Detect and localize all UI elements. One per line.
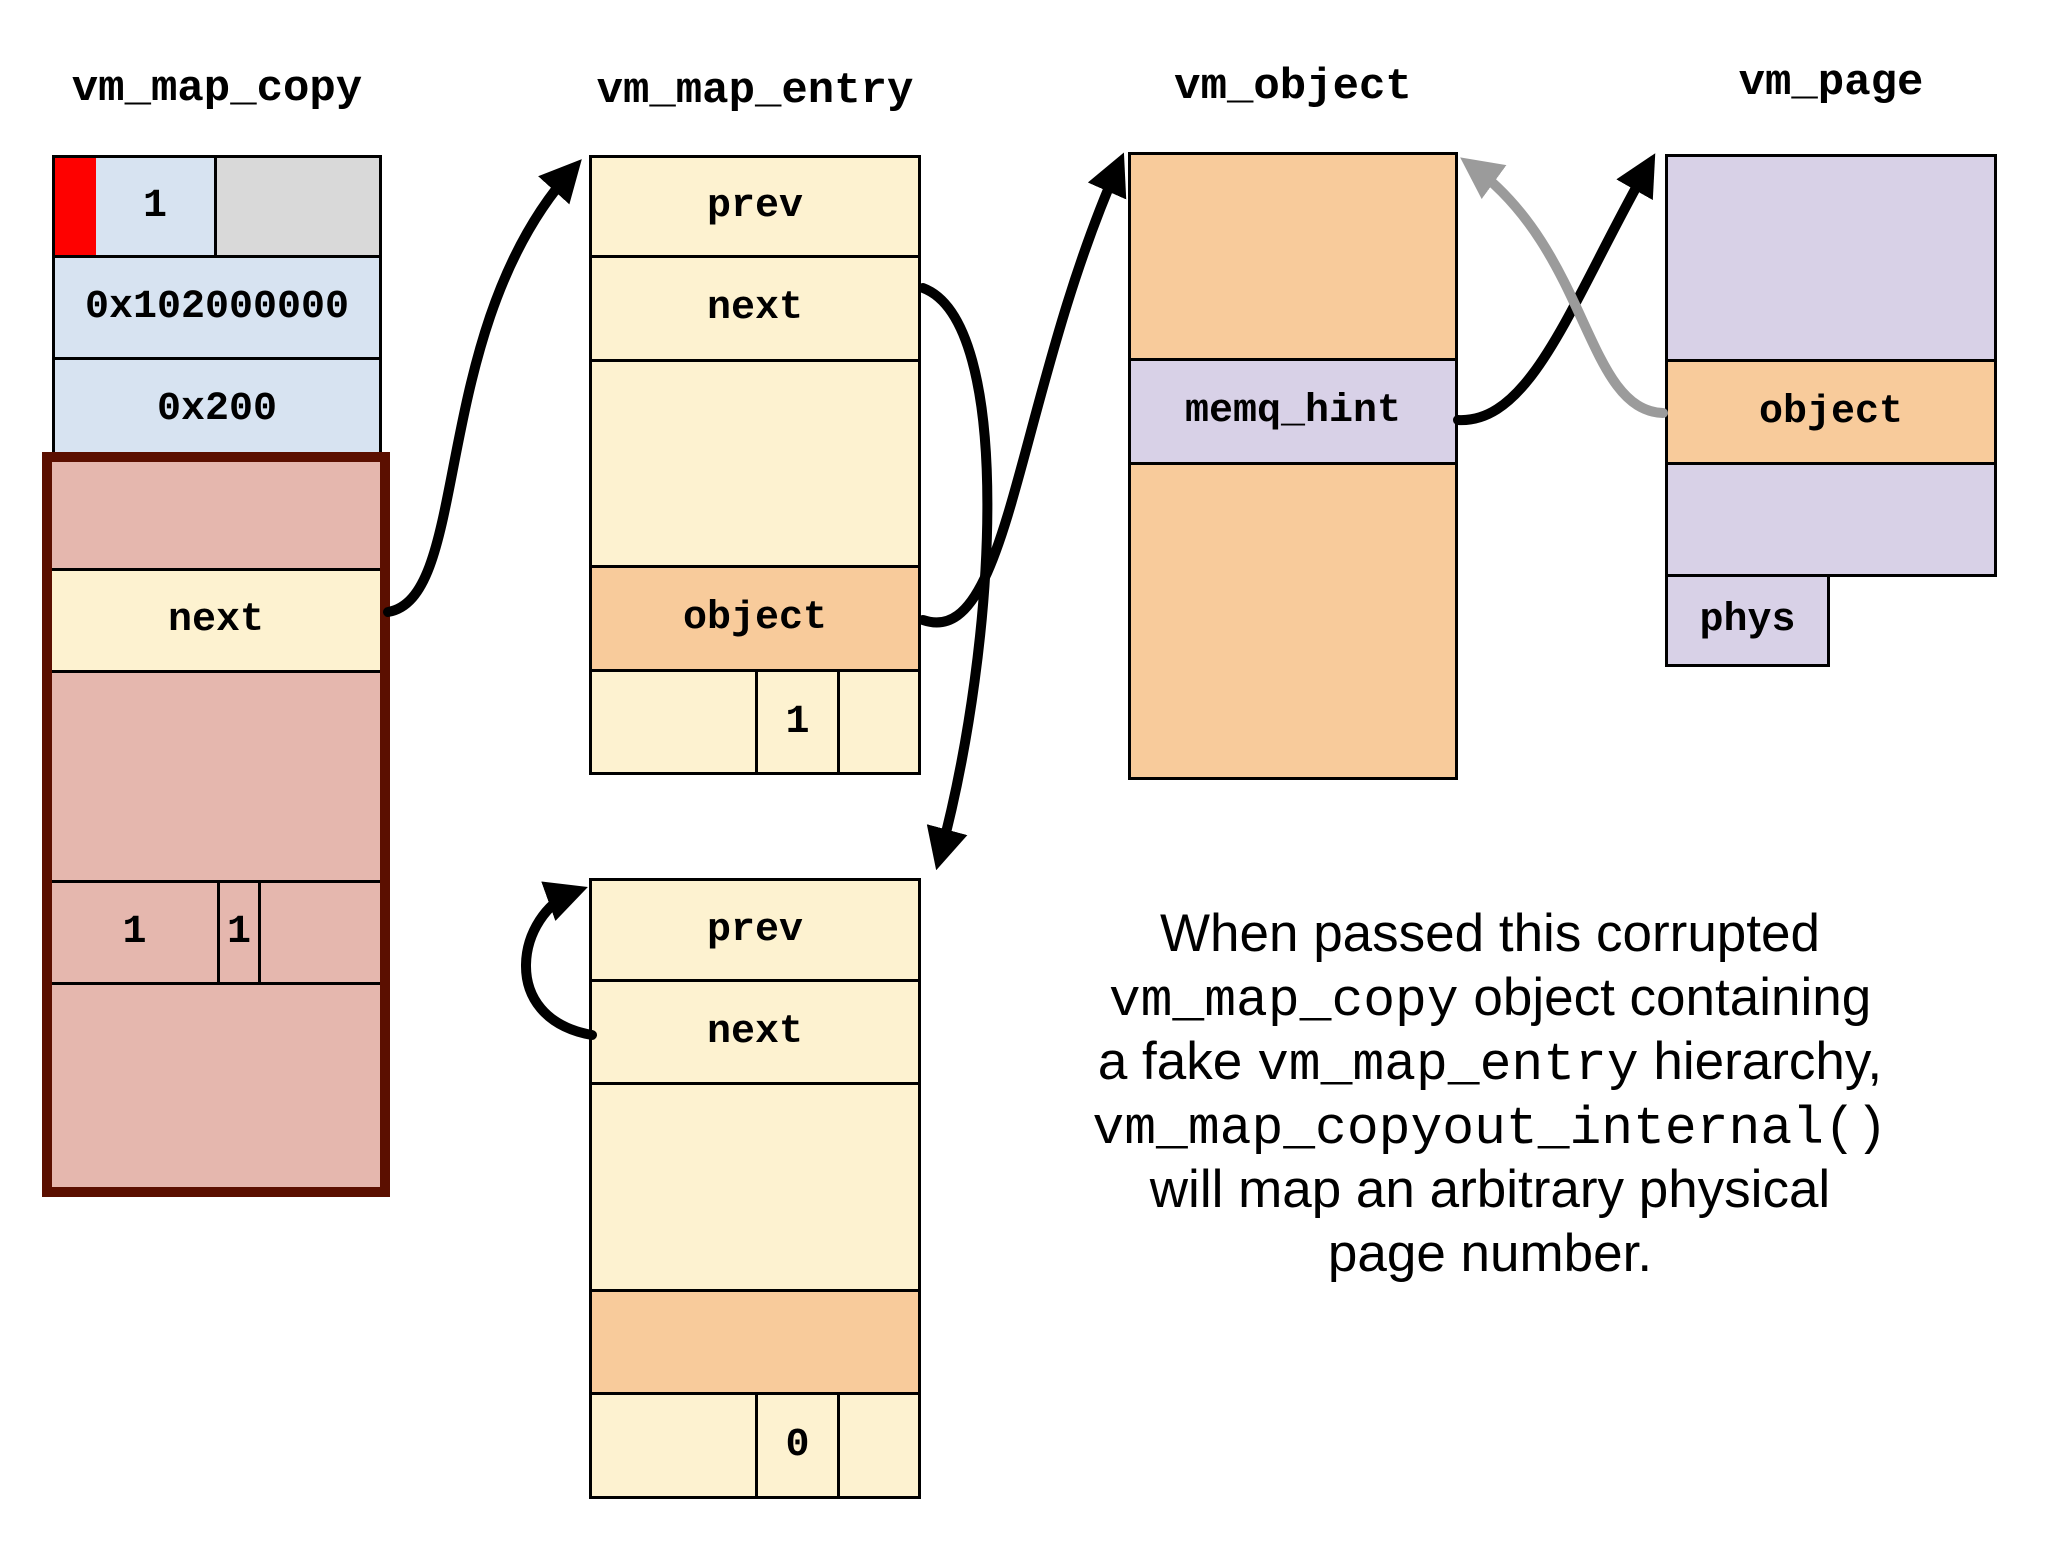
vm-map-copy-title: vm_map_copy — [71, 64, 363, 114]
entry-bottom-flag-pad-left — [592, 1395, 755, 1496]
vm-map-copy-pad-cell — [214, 158, 379, 255]
fake-entry-pad-row-3 — [52, 982, 380, 1187]
vm-page-phys-field: phys — [1665, 574, 1830, 667]
fake-entry-flags-row: 1 1 — [52, 880, 380, 982]
entry-bottom-wired-value: 0 — [755, 1395, 837, 1496]
entry-top-pad-row — [589, 359, 921, 568]
arrow-entry-top-next-to-entry-bottom — [918, 283, 993, 871]
caption-line: When passed this corrupted — [1160, 904, 1820, 963]
caption-line: will map an arbitrary physical — [1149, 1160, 1831, 1219]
entry-bottom-next-field: next — [589, 979, 921, 1085]
vm-object-pad-row-2 — [1128, 462, 1458, 780]
caption-line: a fake vm_map_entry hierarchy, — [1097, 1032, 1883, 1095]
vm-map-entry-top-struct: prev next object 1 — [589, 155, 921, 775]
vm-object-memq-hint-field: memq_hint — [1128, 358, 1458, 465]
vm-map-entry-bottom-struct: prev next 0 — [589, 878, 921, 1499]
arrow-copy-next-to-entry-top — [383, 159, 582, 617]
vm-page-pad-row-1 — [1665, 154, 1997, 362]
vm-object-struct: memq_hint — [1128, 152, 1458, 780]
vm-map-copy-type-row: 1 — [52, 155, 382, 258]
fake-entry-flag-b: 1 — [217, 883, 258, 982]
entry-bottom-flag-pad-right — [837, 1395, 918, 1496]
entry-top-prev-field: prev — [589, 155, 921, 258]
entry-top-flags-row: 1 — [589, 669, 921, 775]
fake-entry-flag-a: 1 — [122, 910, 147, 955]
vm-page-title: vm_page — [1738, 58, 1924, 108]
vm-map-copy-next-field: next — [52, 568, 380, 670]
caption-line: vm_map_copy object containing — [1108, 968, 1872, 1031]
fake-entry-flag-pad — [258, 883, 380, 982]
caption-line: vm_map_copyout_internal() — [1092, 1099, 1888, 1159]
fake-entry-pad-row-2 — [52, 670, 380, 880]
entry-bottom-pad-row — [589, 1082, 921, 1292]
entry-top-object-field: object — [589, 565, 921, 672]
corruption-marker-red — [55, 158, 96, 255]
entry-bottom-flags-row: 0 — [589, 1392, 921, 1499]
fake-entry-region: next 1 1 — [42, 452, 390, 1197]
vm-page-pad-row-2 — [1665, 462, 1997, 577]
vm-map-copy-struct: 1 0x102000000 0x200 — [52, 155, 382, 462]
entry-bottom-prev-field: prev — [589, 878, 921, 982]
vm-object-title: vm_object — [1174, 62, 1412, 112]
vm-map-copy-type-value: 1 — [96, 158, 214, 255]
arrow-entry-object-to-vm-object — [918, 152, 1127, 628]
vm-page-struct: object — [1665, 154, 1997, 577]
arrow-memq-hint-to-vm-page — [1453, 153, 1656, 426]
vm-map-entry-title: vm_map_entry — [596, 66, 914, 116]
entry-top-flag-pad-right — [837, 672, 918, 772]
vm-object-pad-row-1 — [1128, 152, 1458, 361]
vm-page-phys-struct: phys — [1665, 574, 1830, 667]
vm-map-copy-offset-field: 0x102000000 — [52, 255, 382, 360]
entry-top-wired-value: 1 — [755, 672, 837, 772]
arrow-entry-bottom-next-self-loop — [521, 881, 597, 1040]
vm-map-copy-size-field: 0x200 — [52, 357, 382, 462]
fake-entry-pad-row-1 — [52, 462, 380, 568]
vm-page-object-field: object — [1665, 359, 1997, 465]
entry-bottom-object-row-empty — [589, 1289, 921, 1395]
entry-top-next-field: next — [589, 255, 921, 362]
caption-line: page number. — [1327, 1224, 1653, 1283]
entry-top-flag-pad-left — [592, 672, 755, 772]
arrow-page-object-to-vm-object — [1460, 157, 1668, 418]
